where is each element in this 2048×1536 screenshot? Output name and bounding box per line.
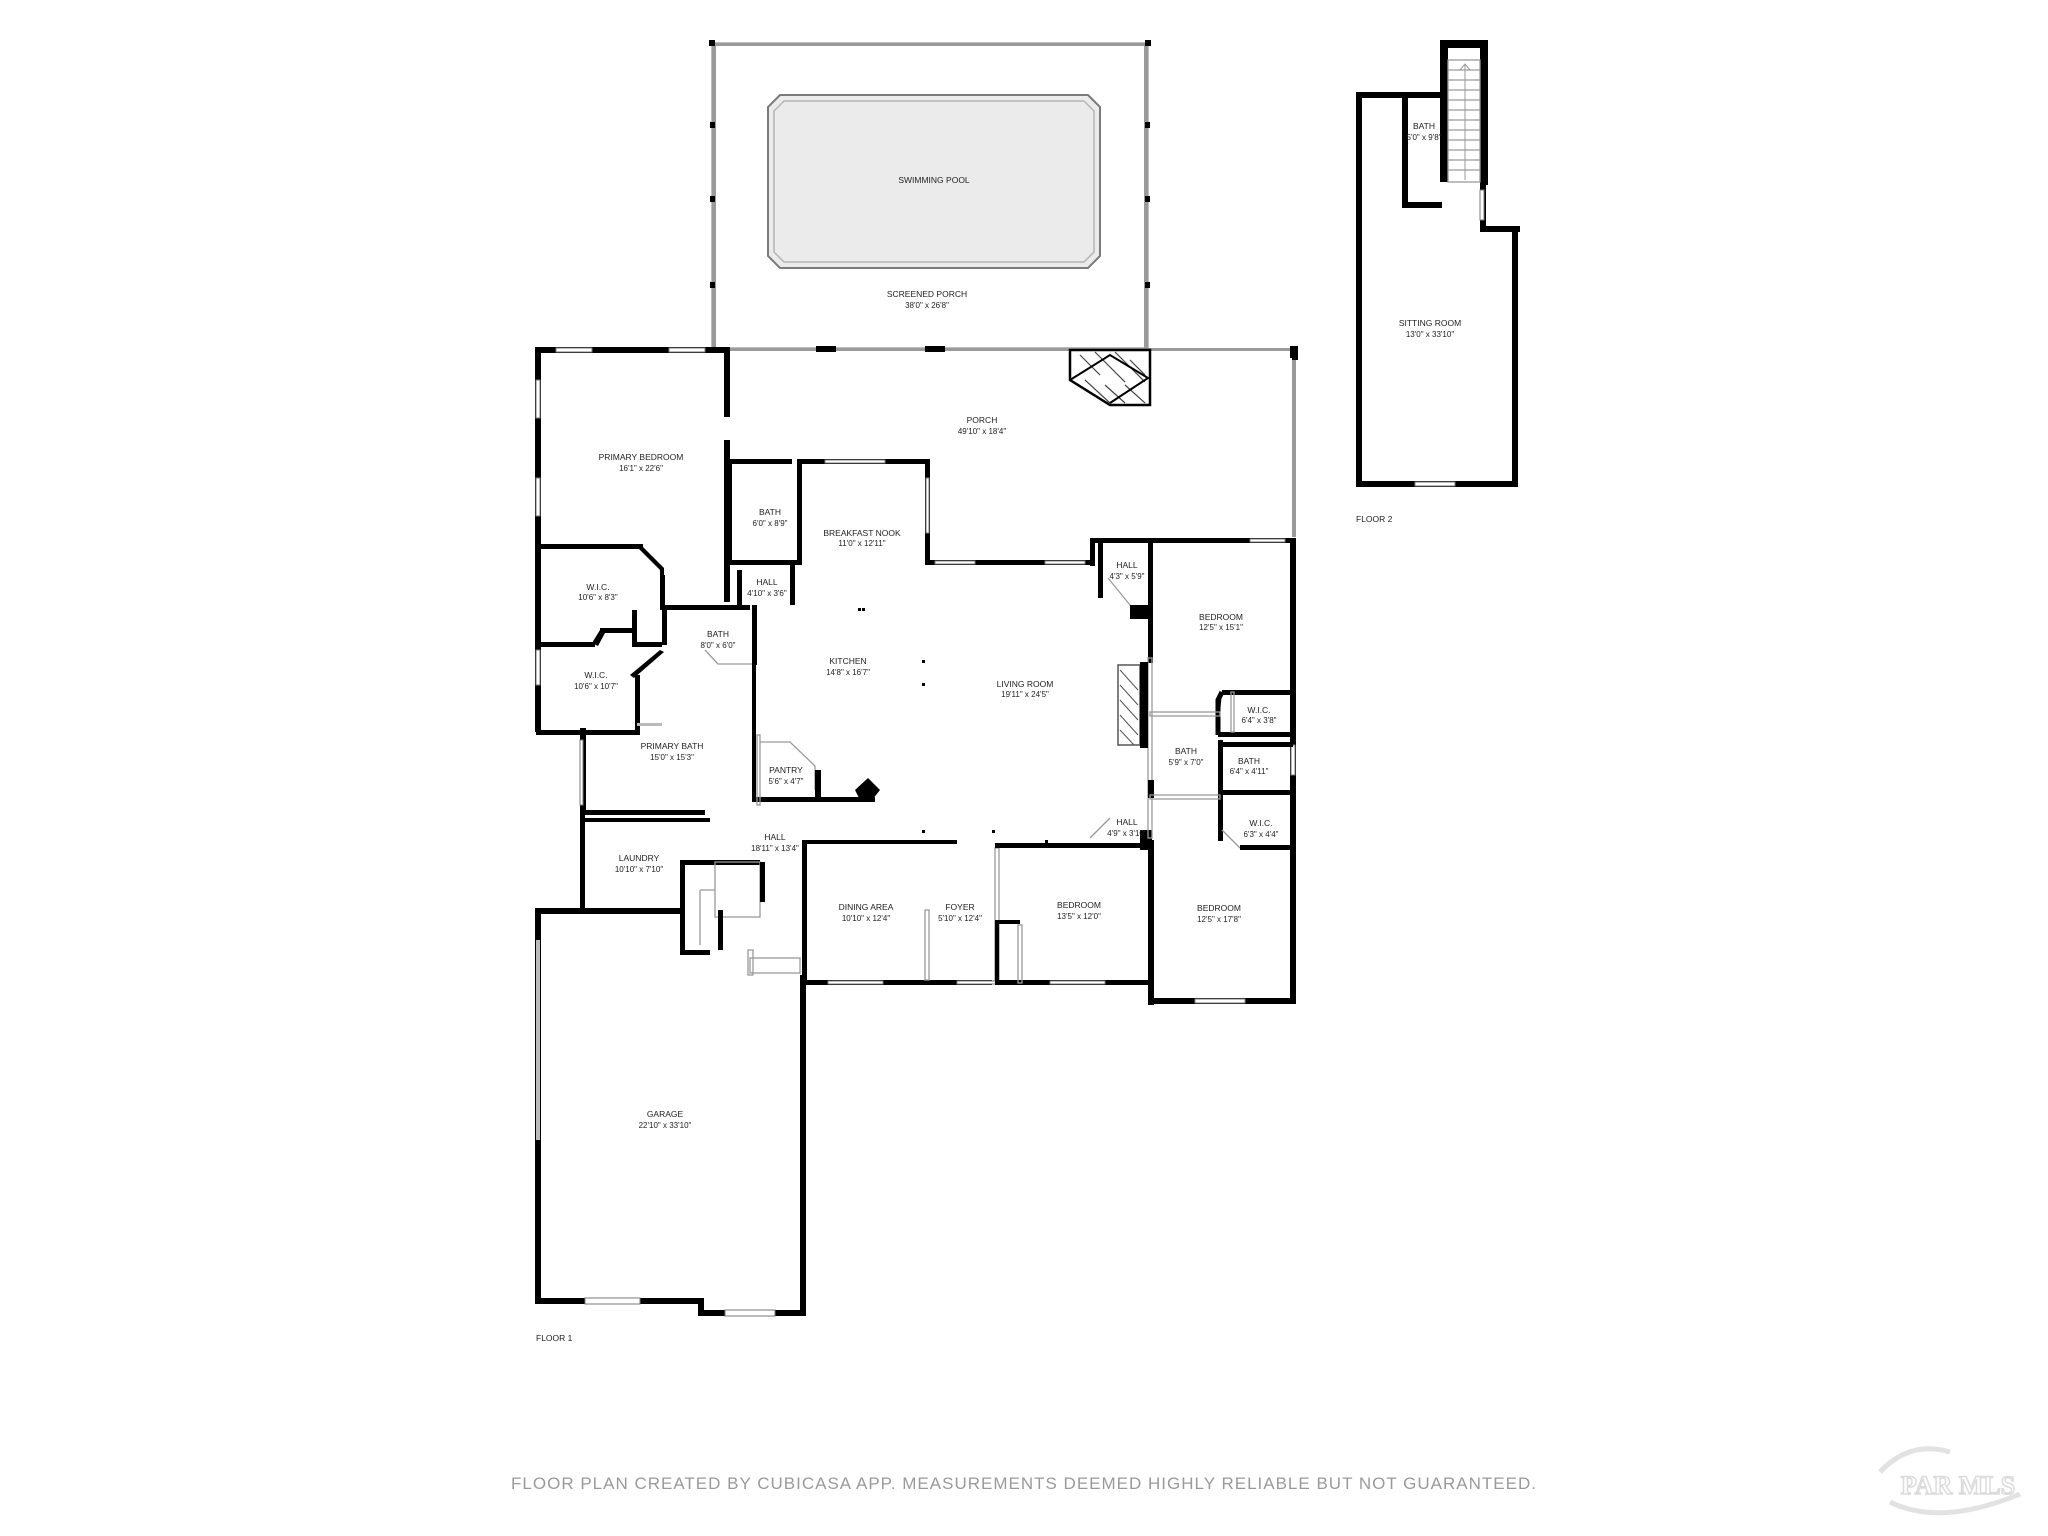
kitchen-name: KITCHEN (829, 656, 866, 666)
garage-dims: 22'10" x 33'10" (639, 1121, 692, 1130)
bath-4-dims: 6'4" x 4'11" (1230, 767, 1269, 776)
floor-1-label: FLOOR 1 (536, 1333, 573, 1343)
par-mls-logo: PAR MLS (1878, 1446, 2021, 1516)
sitting-room-dims: 13'0" x 33'10" (1406, 330, 1454, 339)
wic-3-dims: 6'4" x 3'8" (1242, 716, 1277, 725)
wic-2-name: W.I.C. (584, 670, 607, 680)
bath-upper-name: BATH (1413, 121, 1435, 131)
primary-bath-name: PRIMARY BATH (641, 741, 704, 751)
bath-upper-dims: 5'0" x 9'8" (1407, 133, 1442, 142)
hall-4-dims: 18'11" x 13'4" (751, 844, 799, 853)
swimming-pool-name: SWIMMING POOL (898, 175, 970, 185)
primary-bedroom-dims: 16'1" x 22'6" (619, 464, 663, 473)
bath-1-name: BATH (759, 507, 781, 517)
living-room-dims: 19'11" x 24'5" (1001, 690, 1049, 699)
porch-name: PORCH (967, 415, 998, 425)
dining-area-dims: 10'10" x 12'4" (842, 914, 890, 923)
hall-1-dims: 4'10" x 3'6" (747, 589, 787, 598)
bath-2-name: BATH (707, 629, 729, 639)
pantry-name: PANTRY (769, 765, 803, 775)
sitting-room-name: SITTING ROOM (1399, 318, 1461, 328)
foyer-name: FOYER (945, 902, 974, 912)
porch-fireplace (1068, 348, 1152, 407)
swimming-pool (767, 94, 1101, 269)
footer-disclaimer: FLOOR PLAN CREATED BY CUBICASA APP. MEAS… (511, 1474, 1537, 1493)
bath-4-name: BATH (1238, 756, 1260, 766)
foyer-dims: 5'10" x 12'4" (938, 914, 982, 923)
hall-4-name: HALL (764, 832, 786, 842)
bath-3-dims: 5'9" x 7'0" (1169, 758, 1204, 767)
bath-3-name: BATH (1175, 746, 1197, 756)
breakfast-nook-name: BREAKFAST NOOK (823, 528, 901, 538)
floor-2-walls (1356, 40, 1520, 487)
bedroom-1-dims: 12'5" x 15'1" (1199, 623, 1243, 632)
hall-1-name: HALL (756, 577, 778, 587)
hall-3-name: HALL (1116, 817, 1138, 827)
logo-text: PAR MLS (1901, 1471, 2015, 1500)
room-labels: SWIMMING POOL SCREENED PORCH 38'0" x 26'… (536, 121, 1461, 1343)
hall-2-name: HALL (1116, 560, 1138, 570)
hall-2-dims: 4'3" x 5'9" (1110, 572, 1145, 581)
pantry-dims: 5'6" x 4'7" (769, 777, 804, 786)
wic-1-dims: 10'6" x 8'3" (578, 593, 618, 602)
laundry-name: LAUNDRY (619, 853, 660, 863)
screened-porch-dims: 38'0" x 26'8" (905, 301, 949, 310)
floor-1-walls (535, 346, 1298, 1317)
floor-2-label: FLOOR 2 (1356, 514, 1393, 524)
wic-1-name: W.I.C. (586, 582, 609, 592)
living-room-name: LIVING ROOM (997, 679, 1054, 689)
garage-name: GARAGE (647, 1109, 684, 1119)
wic-4-dims: 6'3" x 4'4" (1244, 830, 1279, 839)
kitchen-dims: 14'8" x 16'7" (826, 668, 870, 677)
bath-1-dims: 6'0" x 8'9" (753, 519, 788, 528)
screened-porch-name: SCREENED PORCH (887, 289, 967, 299)
bedroom-2-dims: 13'5" x 12'0" (1057, 912, 1101, 921)
wic-4-name: W.I.C. (1249, 818, 1272, 828)
bedroom-3-name: BEDROOM (1197, 903, 1241, 913)
laundry-dims: 10'10" x 7'10" (615, 865, 663, 874)
primary-bedroom-name: PRIMARY BEDROOM (599, 452, 684, 462)
wic-2-dims: 10'6" x 10'7" (574, 682, 618, 691)
bath-2-dims: 8'0" x 6'0" (701, 641, 736, 650)
breakfast-nook-dims: 11'0" x 12'11" (838, 539, 885, 548)
wic-3-name: W.I.C. (1247, 705, 1270, 715)
bedroom-1-name: BEDROOM (1199, 612, 1243, 622)
bedroom-3-dims: 12'5" x 17'8" (1197, 915, 1241, 924)
dining-area-name: DINING AREA (839, 902, 894, 912)
porch-dims: 49'10" x 18'4" (958, 427, 1006, 436)
primary-bath-dims: 15'0" x 15'3" (650, 753, 694, 762)
bedroom-2-name: BEDROOM (1057, 900, 1101, 910)
hall-3-dims: 4'9" x 3'10" (1107, 829, 1147, 838)
